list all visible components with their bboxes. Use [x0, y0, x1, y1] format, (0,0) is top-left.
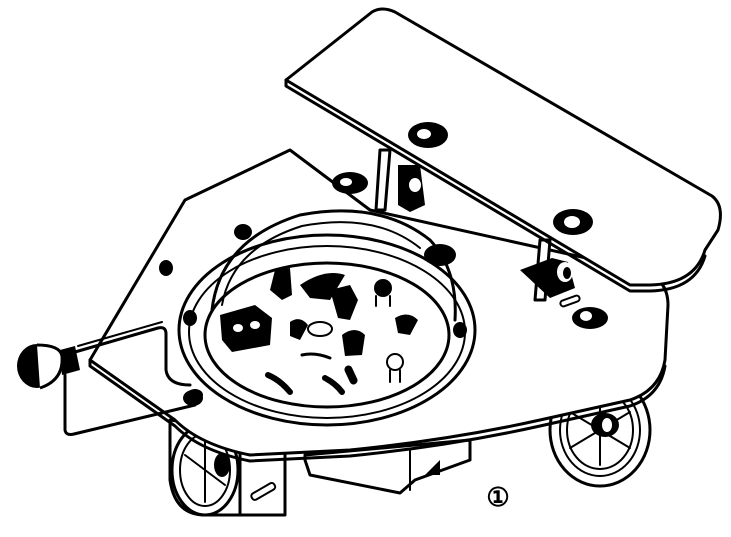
- mounting-bolts: [159, 172, 608, 329]
- panel-standoffs: [374, 148, 575, 302]
- top-panel: [284, 7, 722, 293]
- transparent-dome: [203, 209, 457, 409]
- battery-box: [303, 438, 472, 495]
- figure-number-text: ①: [486, 483, 510, 513]
- dome-components: [220, 268, 418, 395]
- figure-number-label: ①: [478, 478, 518, 518]
- front-sensor-lamp: [17, 343, 80, 390]
